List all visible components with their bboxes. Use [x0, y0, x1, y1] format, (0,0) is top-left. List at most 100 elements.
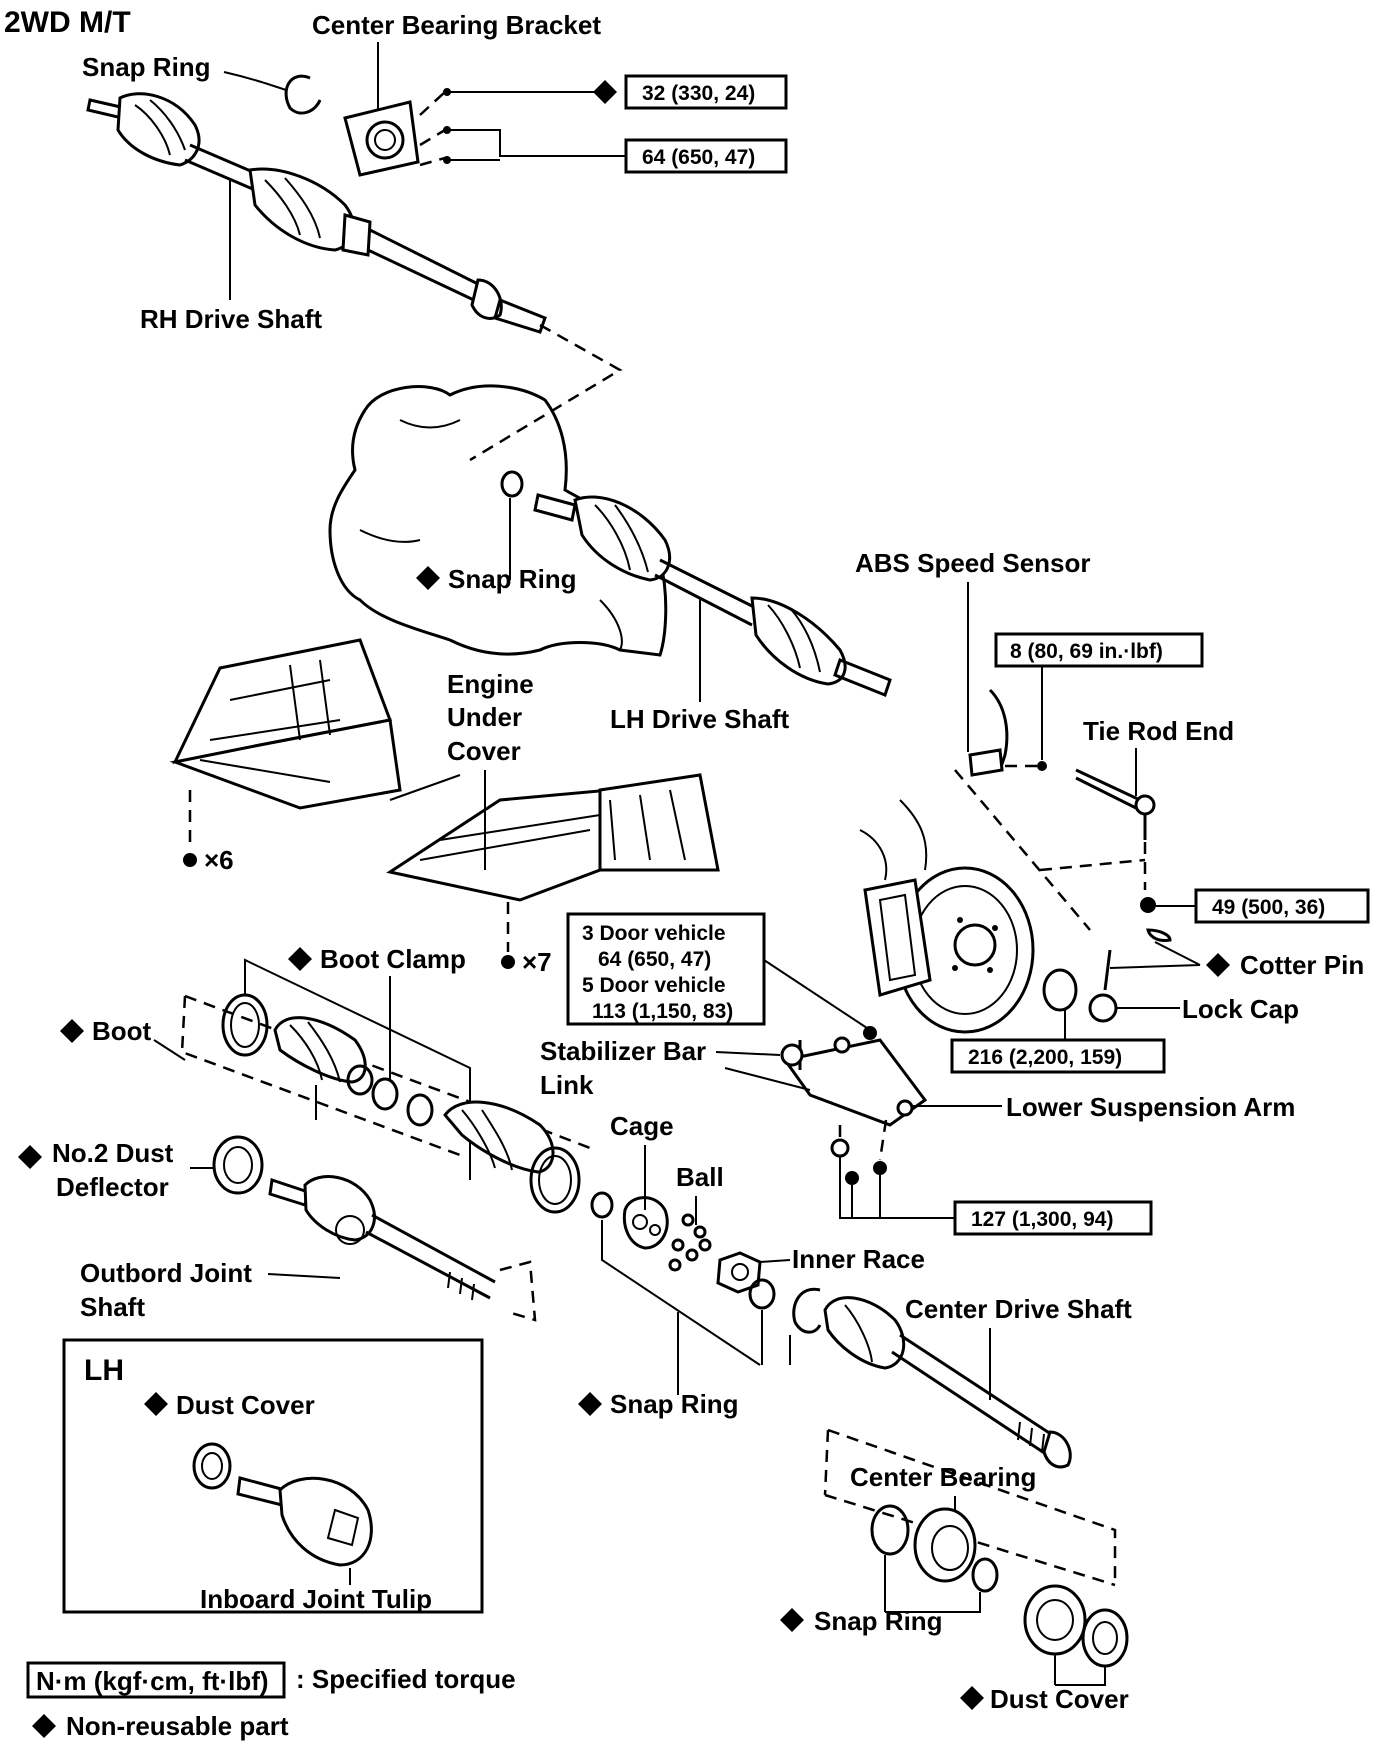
lock-cap-part [1088, 993, 1118, 1023]
cotter-pin-part [1146, 928, 1172, 942]
outboard-dashed-outline [184, 994, 591, 1150]
torque-32-text: 32 (330, 24) [642, 82, 755, 105]
no2-dust-deflector-label-2: Deflector [56, 1172, 169, 1202]
torque-box-64 [624, 138, 788, 174]
snap-ring-bottom-label: Snap Ring [814, 1606, 943, 1636]
steering-knuckle-and-rotor [859, 799, 1035, 1034]
bolt-x7-label: ×7 [522, 947, 552, 977]
stabilizer-bar-link-label-2: Link [540, 1070, 594, 1100]
engine-under-cover-right [386, 773, 720, 902]
bolt-icon-x6 [183, 853, 197, 867]
engine-under-cover-left [169, 638, 402, 810]
boot-clamp-ring-right [529, 1146, 581, 1214]
torque-box-32 [624, 74, 788, 110]
no2-dust-deflector-part [212, 1135, 264, 1195]
boot-clamp-label: Boot Clamp [320, 944, 466, 974]
dust-cover-bottom-part-2 [1081, 1608, 1129, 1668]
torque-box-49 [1194, 888, 1370, 924]
inner-race-part [716, 1251, 762, 1294]
stabilizer-bar-link-label-1: Stabilizer Bar [540, 1036, 706, 1066]
snap-ring-top-label: Snap Ring [82, 52, 211, 82]
transmission-case [328, 384, 668, 657]
ball-part [668, 1213, 712, 1272]
legend-diamond-icon [32, 1714, 56, 1738]
abs-speed-sensor-label: ABS Speed Sensor [855, 548, 1091, 578]
snap-ring-mid-label: Snap Ring [610, 1389, 739, 1419]
tie-rod-end-part [1075, 768, 1156, 840]
bolt-x6-label: ×6 [204, 845, 234, 875]
center-drive-shaft-part [823, 1296, 1072, 1469]
lh-inset-title: LH [84, 1354, 124, 1387]
cage-part [622, 1196, 669, 1250]
snap-ring-bottom-part-2 [971, 1557, 999, 1593]
snap-ring-trans-part [500, 470, 524, 498]
torque-216-text: 216 (2,200, 159) [968, 1046, 1122, 1069]
inboard-joint-tulip-label: Inboard Joint Tulip [200, 1584, 432, 1614]
legend-unit-box [26, 1661, 286, 1699]
snap-ring-part-2 [748, 1278, 776, 1310]
torque-49-text: 49 (500, 36) [1212, 896, 1325, 919]
snap-ring-bottom-part-1 [870, 1504, 910, 1556]
center-bearing-label: Center Bearing [850, 1462, 1036, 1492]
engine-under-cover-label-1: Engine [447, 669, 534, 699]
legend-nonreusable-text: Non-reusable part [66, 1711, 289, 1741]
dust-cover-bottom-label: Dust Cover [990, 1684, 1129, 1714]
rh-drive-shaft [86, 92, 547, 334]
cotter-pin-part-2 [1103, 949, 1112, 991]
snap-ring-top-part [284, 74, 322, 115]
non-reusable-diamond [593, 80, 617, 104]
outboard-boot-part [273, 1016, 374, 1096]
outbord-joint-shaft-label-2: Shaft [80, 1292, 145, 1322]
dust-cover-lh-label: Dust Cover [176, 1390, 315, 1420]
torque-8-text: 8 (80, 69 in.·lbf) [1010, 640, 1163, 663]
snap-ring-trans-label: Snap Ring [448, 564, 577, 594]
engine-under-cover-label-3: Cover [447, 736, 521, 766]
torque-door5-label: 5 Door vehicle [582, 974, 726, 997]
tie-rod-end-label: Tie Rod End [1083, 716, 1234, 746]
outbord-joint-shaft-label-1: Outbord Joint [80, 1258, 252, 1288]
abs-speed-sensor-part [968, 688, 1047, 777]
boot-clamp-small-2 [406, 1093, 434, 1127]
inner-race-label: Inner Race [792, 1244, 925, 1274]
legend-specified-torque-text: : Specified torque [296, 1664, 516, 1694]
center-drive-shaft-label: Center Drive Shaft [905, 1294, 1132, 1324]
inboard-boot-part [443, 1100, 555, 1174]
outboard-joint-shaft-part [268, 1175, 496, 1301]
torque-64-text: 64 (650, 47) [642, 146, 755, 169]
diagram-title: 2WD M/T [4, 6, 131, 39]
torque-127-text: 127 (1,300, 94) [971, 1208, 1113, 1231]
rh-drive-shaft-label: RH Drive Shaft [140, 304, 322, 334]
engine-under-cover-label-2: Under [447, 702, 522, 732]
center-bearing-bracket-label: Center Bearing Bracket [312, 10, 601, 40]
torque-box-door-vehicle [566, 912, 766, 1026]
lh-inset-box [62, 1338, 484, 1614]
snap-ring-part-3 [792, 1287, 822, 1334]
lock-cap-label: Lock Cap [1182, 994, 1299, 1024]
hub-nut-part [1042, 968, 1078, 1012]
dust-cover-lh-part [192, 1442, 232, 1490]
lh-drive-shaft [533, 493, 892, 697]
cotter-pin-label: Cotter Pin [1240, 950, 1364, 980]
lower-suspension-arm-label: Lower Suspension Arm [1006, 1092, 1295, 1122]
lower-suspension-arm-part [780, 1026, 928, 1127]
torque-box-127 [953, 1200, 1153, 1236]
torque-door3-value: 64 (650, 47) [598, 948, 711, 971]
dust-cover-bottom-part-1 [1023, 1584, 1087, 1656]
no2-dust-deflector-label-1: No.2 Dust [52, 1138, 174, 1168]
boot-label: Boot [92, 1016, 152, 1046]
cage-label: Cage [610, 1111, 674, 1141]
center-bearing-part [913, 1507, 977, 1583]
lh-drive-shaft-label: LH Drive Shaft [610, 704, 789, 734]
torque-door3-label: 3 Door vehicle [582, 922, 726, 945]
torque-door5-value: 113 (1,150, 83) [592, 1000, 733, 1023]
torque-box-216 [950, 1038, 1166, 1074]
torque-box-8 [994, 632, 1204, 668]
inboard-joint-tulip-part [236, 1476, 373, 1567]
bolt-icon-x7 [501, 955, 515, 969]
snap-ring-small-part [590, 1191, 614, 1219]
boot-clamp-small-1 [371, 1077, 399, 1111]
center-bearing-bracket-part [343, 88, 451, 177]
ball-label: Ball [676, 1162, 724, 1192]
legend-unit-box-text: N·m (kgf·cm, ft·lbf) [36, 1666, 269, 1696]
